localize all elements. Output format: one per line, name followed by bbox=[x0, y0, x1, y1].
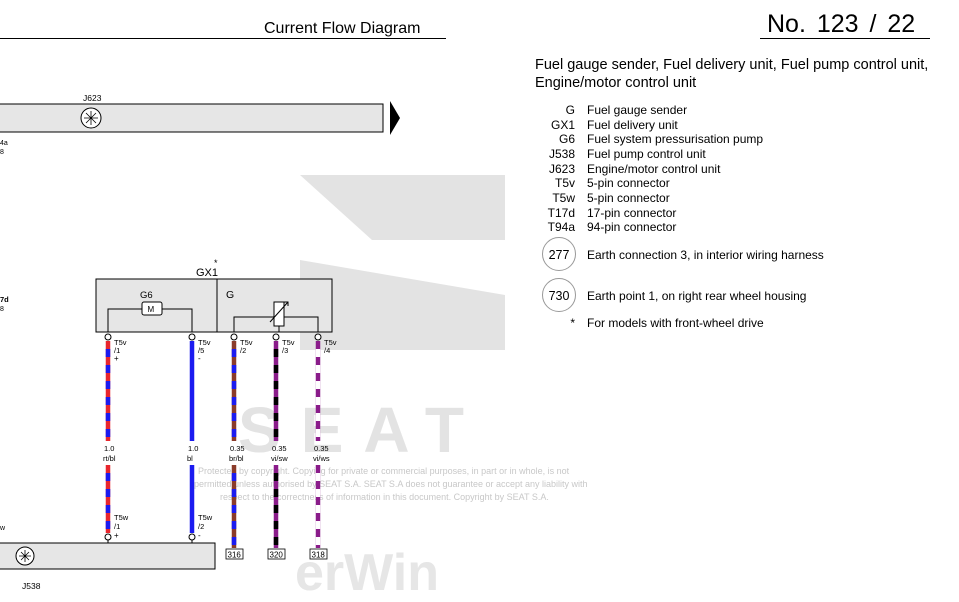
left-edge-label-c: 7d bbox=[0, 295, 9, 304]
wire-ref-box bbox=[309, 548, 328, 560]
wire-pin-bottom-sign: - bbox=[198, 531, 201, 540]
legend-desc: 17-pin connector bbox=[587, 206, 677, 220]
legend-desc: Fuel pump control unit bbox=[587, 147, 706, 161]
wire-size-label: 1.0 bbox=[104, 444, 114, 453]
motor-symbol: M bbox=[148, 305, 155, 314]
wire-size-label: 0.35 bbox=[314, 444, 329, 453]
copyright-notice-line-2: permitted unless authorised by SEAT S.A.… bbox=[194, 479, 588, 489]
wire-pin-top-number: /3 bbox=[282, 346, 288, 355]
wire-pin-top-number: /5 bbox=[198, 346, 204, 355]
wire-pin-top-label: T5v bbox=[282, 338, 295, 347]
gx1-star: * bbox=[214, 258, 218, 268]
left-edge-label-b: 8 bbox=[0, 149, 4, 156]
wire-size-label: 1.0 bbox=[188, 444, 198, 453]
wire-pin-sign: - bbox=[198, 354, 201, 363]
copyright-notice-line-1: Protected by copyright. Copying for priv… bbox=[198, 466, 570, 476]
wire-ref-number: 320 bbox=[270, 551, 284, 560]
copyright-notice-line-3: respect to the correctness of informatio… bbox=[220, 492, 549, 502]
gx1-module-box bbox=[95, 278, 333, 333]
pin-connector-icon bbox=[188, 333, 196, 341]
pin-connector-icon bbox=[230, 333, 238, 341]
g-label: G bbox=[226, 289, 234, 301]
wire-pin-top-number: /1 bbox=[114, 346, 120, 355]
document-number: No. 123 / 22 bbox=[767, 10, 916, 38]
wire-ref-number: 318 bbox=[312, 551, 326, 560]
legend-code: T5w bbox=[552, 191, 575, 205]
pin-connector-icon bbox=[188, 533, 196, 541]
seat-watermark: SEAT erWin Protected by copyright. Copyi… bbox=[194, 175, 588, 602]
wire-pin-top-number: /2 bbox=[240, 346, 246, 355]
left-edge-label-e: w bbox=[0, 525, 6, 532]
legend-desc: Fuel delivery unit bbox=[587, 118, 678, 132]
j623-label: J623 bbox=[83, 93, 102, 103]
legend-code: G bbox=[565, 103, 575, 117]
j538-label: J538 bbox=[22, 581, 41, 591]
legend-code: G6 bbox=[558, 132, 575, 146]
wire-pin-top-label: T5v bbox=[324, 338, 337, 347]
wire-size-label: 0.35 bbox=[230, 444, 245, 453]
wire-pin-bottom-number: /1 bbox=[114, 522, 120, 531]
wires-group: T5v/1+1.0rt/blT5w/1+T5v/5-1.0blT5w/2-T5v… bbox=[103, 333, 337, 560]
legend-code: J623 bbox=[548, 162, 575, 176]
wire-pin-sign: + bbox=[114, 354, 119, 363]
wire-ref-box bbox=[225, 548, 244, 560]
legend-desc: 94-pin connector bbox=[587, 220, 677, 234]
wire-pin-bottom-sign: + bbox=[114, 531, 119, 540]
legend-desc: Fuel system pressurisation pump bbox=[587, 132, 764, 146]
earth-point-icon: 277 bbox=[542, 237, 576, 271]
wire-pin-top-number: /4 bbox=[324, 346, 330, 355]
wire-color-code-label: vi/sw bbox=[271, 454, 288, 463]
continuation-arrow-icon bbox=[390, 101, 400, 135]
legend-desc: 5-pin connector bbox=[587, 176, 670, 190]
j623-unit-box bbox=[0, 103, 384, 133]
legend-desc: Engine/motor control unit bbox=[587, 162, 721, 176]
g6-label: G6 bbox=[140, 290, 153, 301]
wire-pin-bottom-label: T5w bbox=[114, 513, 129, 522]
title-rule bbox=[0, 38, 446, 39]
wire-ref-box bbox=[267, 548, 286, 560]
gx1-label: GX1 bbox=[196, 267, 218, 279]
legend-code: T17d bbox=[547, 206, 575, 220]
legend-heading: Fuel gauge sender, Fuel delivery unit, F… bbox=[535, 57, 929, 91]
legend-desc: 5-pin connector bbox=[587, 191, 670, 205]
pin-connector-icon bbox=[104, 333, 112, 341]
wire-pin-top-label: T5v bbox=[240, 338, 253, 347]
pin-connector-icon bbox=[314, 333, 322, 341]
wire-pin-bottom-number: /2 bbox=[198, 522, 204, 531]
pump-motor-icon bbox=[141, 301, 163, 316]
pin-connector-icon bbox=[104, 533, 112, 541]
legend-desc: For models with front-wheel drive bbox=[587, 316, 764, 330]
left-edge-label-a: 4a bbox=[0, 140, 8, 147]
number-rule bbox=[760, 38, 930, 39]
earth-point-icon: 730 bbox=[542, 278, 576, 312]
legend-code: * bbox=[570, 316, 575, 330]
legend-desc: Earth connection 3, in interior wiring h… bbox=[587, 248, 824, 262]
wire-color-code-label: vi/ws bbox=[313, 454, 330, 463]
legend-code: T94a bbox=[547, 220, 575, 234]
diagram-title: Current Flow Diagram bbox=[264, 20, 421, 37]
wire-pin-bottom-label: T5w bbox=[198, 513, 213, 522]
wire-size-label: 0.35 bbox=[272, 444, 287, 453]
wire-pin-top-label: T5v bbox=[114, 338, 127, 347]
pin-connector-icon bbox=[272, 333, 280, 341]
left-edge-label-d: 8 bbox=[0, 306, 4, 313]
j538-unit-box bbox=[0, 542, 216, 570]
legend-code: T5v bbox=[554, 176, 575, 190]
wire-color-code-label: bl bbox=[187, 454, 193, 463]
sender-potentiometer-icon bbox=[273, 301, 285, 327]
wire-color-code-label: rt/bl bbox=[103, 454, 116, 463]
legend-code: J538 bbox=[548, 147, 575, 161]
wire-pin-top-label: T5v bbox=[198, 338, 211, 347]
seat-logo-mark bbox=[300, 175, 505, 350]
wire-ref-number: 316 bbox=[228, 551, 242, 560]
legend-desc: Fuel gauge sender bbox=[587, 103, 688, 117]
legend-code: GX1 bbox=[550, 118, 575, 132]
legend-desc: Earth point 1, on right rear wheel housi… bbox=[587, 289, 807, 303]
wire-color-code-label: br/bl bbox=[229, 454, 244, 463]
